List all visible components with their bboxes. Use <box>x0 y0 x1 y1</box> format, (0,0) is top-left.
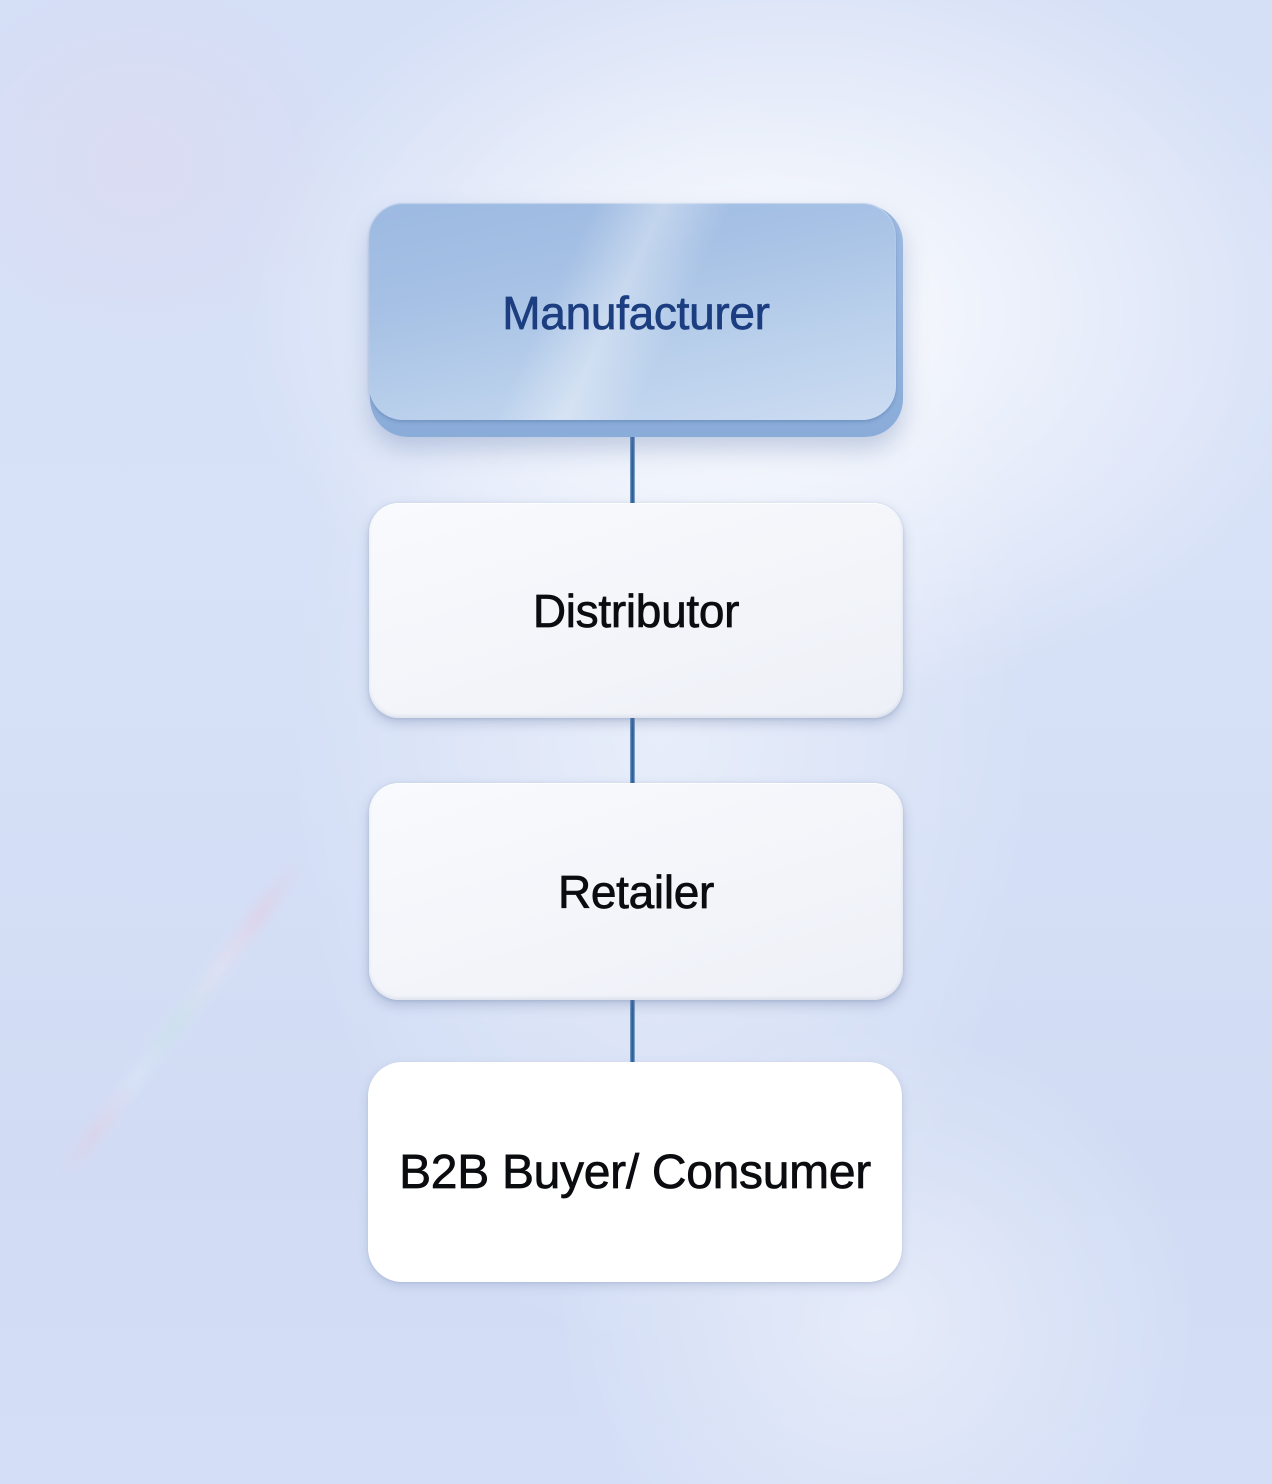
node-label-retailer: Retailer <box>557 865 715 918</box>
prism-light-streak <box>51 852 309 1188</box>
connector-manufacturer-distributor <box>630 424 635 510</box>
node-distributor: Distributor <box>369 503 903 718</box>
manufacturer-front-face <box>369 203 896 420</box>
node-label-distributor: Distributor <box>532 584 740 637</box>
connector-distributor-retailer <box>630 711 635 791</box>
node-label-b2b-buyer-consumer: B2B Buyer/ Consumer <box>399 1145 872 1199</box>
node-b2b-buyer-consumer: B2B Buyer/ Consumer <box>368 1062 902 1282</box>
connector-retailer-b2b <box>630 994 635 1068</box>
node-manufacturer: Manufacturer <box>369 203 903 437</box>
node-label-manufacturer: Manufacturer <box>502 287 770 340</box>
node-retailer: Retailer <box>369 783 903 1000</box>
